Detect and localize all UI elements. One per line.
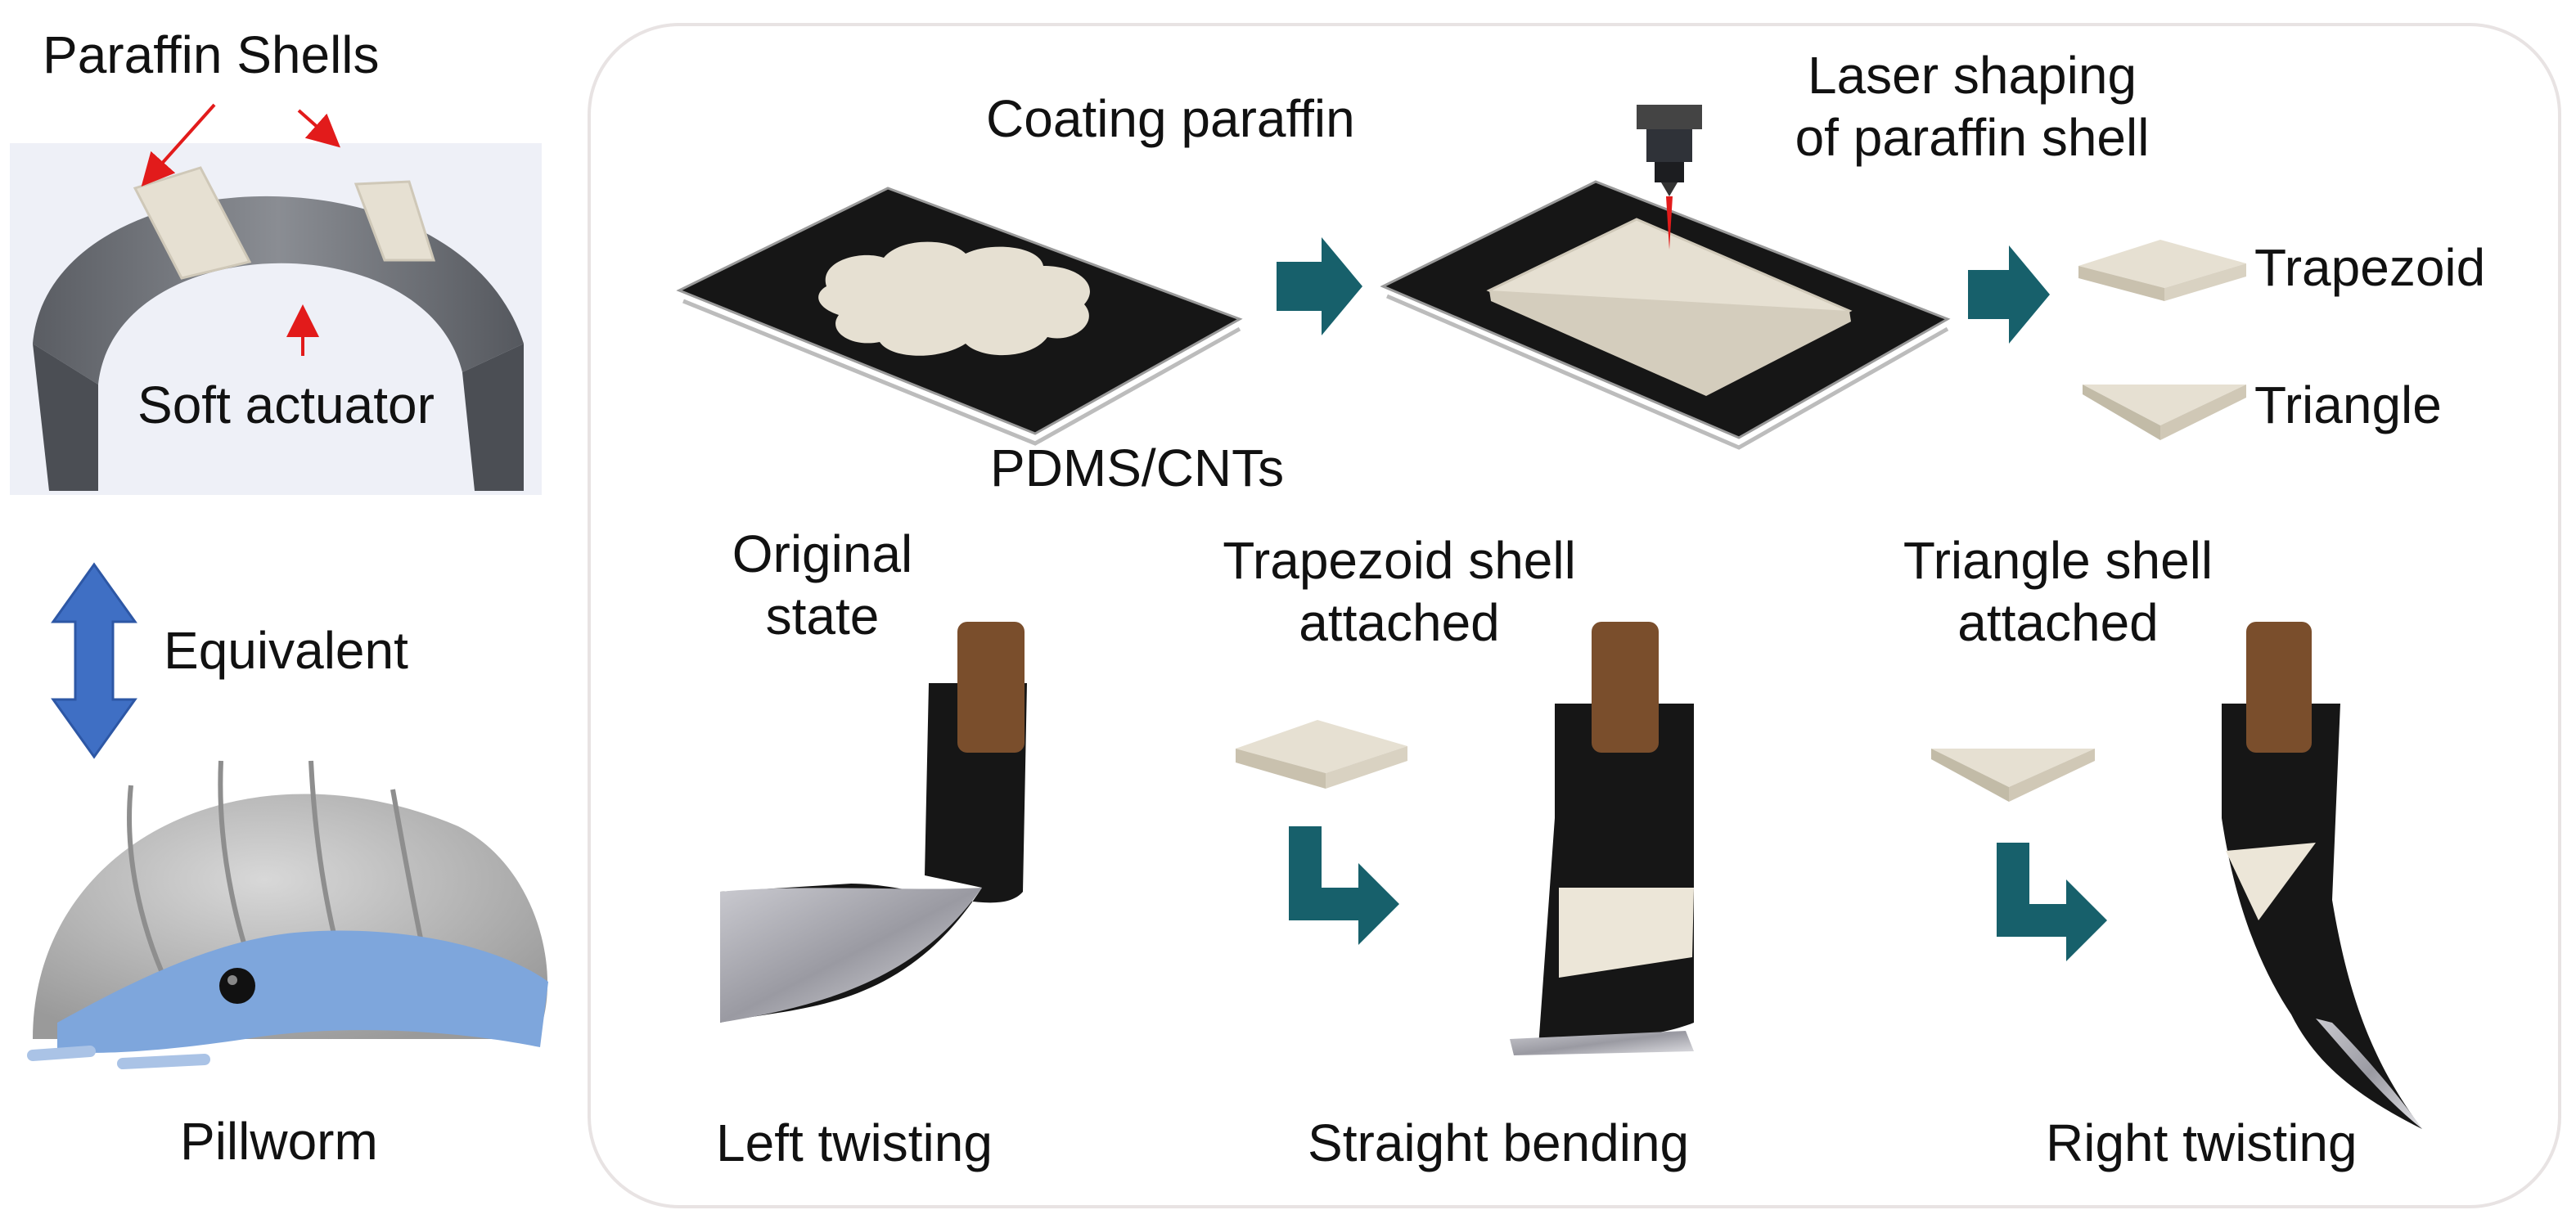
- triangle-label: Triangle: [2254, 376, 2442, 434]
- laser-shaping-line2: of paraffin shell: [1795, 107, 2150, 167]
- paraffin-shells-label: Paraffin Shells: [43, 25, 380, 84]
- left-twisting-strip: [720, 622, 1027, 1023]
- pillworm-label: Pillworm: [180, 1112, 378, 1171]
- trapezoid-shell-icon: [2078, 240, 2246, 301]
- original-state-line2: state: [765, 586, 880, 645]
- laser-shaping-label: Laser shaping of paraffin shell: [1751, 45, 2193, 169]
- triangle-attached-label: Triangle shell attached: [1841, 530, 2275, 654]
- clamp: [957, 622, 1025, 753]
- right-twisting-strip: [2222, 622, 2422, 1129]
- original-state-line1: Original: [732, 524, 913, 583]
- straight-bending-label: Straight bending: [1308, 1113, 1690, 1172]
- paraffin-shell-right: [354, 180, 436, 262]
- coating-paraffin-label: Coating paraffin: [986, 89, 1355, 148]
- process-panel-border: [588, 23, 2561, 1208]
- pdms-cnts-label: PDMS/CNTs: [990, 439, 1285, 497]
- triangle-input-shell: [1931, 749, 2095, 802]
- triangle-attached-line1: Triangle shell: [1903, 531, 2213, 590]
- left-twisting-label: Left twisting: [716, 1113, 993, 1172]
- process-arrow-2: [1968, 245, 2050, 344]
- process-arrow-1: [1277, 237, 1362, 335]
- trapezoid-attached-line1: Trapezoid shell: [1223, 531, 1576, 590]
- trapezoid-attached-line2: attached: [1299, 592, 1500, 652]
- soft-actuator-label: Soft actuator: [137, 376, 435, 434]
- attached-triangle-patch: [2226, 843, 2316, 920]
- clamp: [2246, 622, 2312, 753]
- trapezoid-label: Trapezoid: [2254, 238, 2486, 297]
- pillworm-illustration: [27, 760, 548, 1069]
- equivalent-double-arrow: [51, 562, 137, 759]
- pdms-cnt-plate: [676, 187, 1243, 446]
- red-pointer-arrows: [141, 103, 340, 356]
- straight-bending-strip: [1510, 622, 1694, 1055]
- right-twisting-label: Right twisting: [2046, 1113, 2358, 1172]
- equivalent-label: Equivalent: [164, 621, 408, 680]
- paraffin-coating-blob: [818, 241, 1090, 356]
- laser-beam: [1666, 196, 1673, 250]
- laser-head-icon: [1637, 105, 1702, 250]
- attached-trapezoid-patch: [1559, 888, 1694, 978]
- laser-plate: [1380, 180, 1951, 450]
- triangle-attached-line2: attached: [1957, 592, 2159, 652]
- original-state-label: Original state: [696, 524, 949, 647]
- soft-actuator-illustration: [10, 143, 542, 495]
- trapezoid-input-shell: [1236, 720, 1407, 789]
- trapezoid-attached-label: Trapezoid shell attached: [1170, 530, 1628, 654]
- triangle-shell-icon: [2083, 385, 2246, 440]
- paraffin-shell-left: [133, 166, 252, 280]
- bent-arrow-2: [1997, 843, 2107, 961]
- clamp: [1592, 622, 1659, 753]
- laser-shaping-line1: Laser shaping: [1807, 46, 2137, 105]
- bent-arrow-1: [1289, 826, 1399, 945]
